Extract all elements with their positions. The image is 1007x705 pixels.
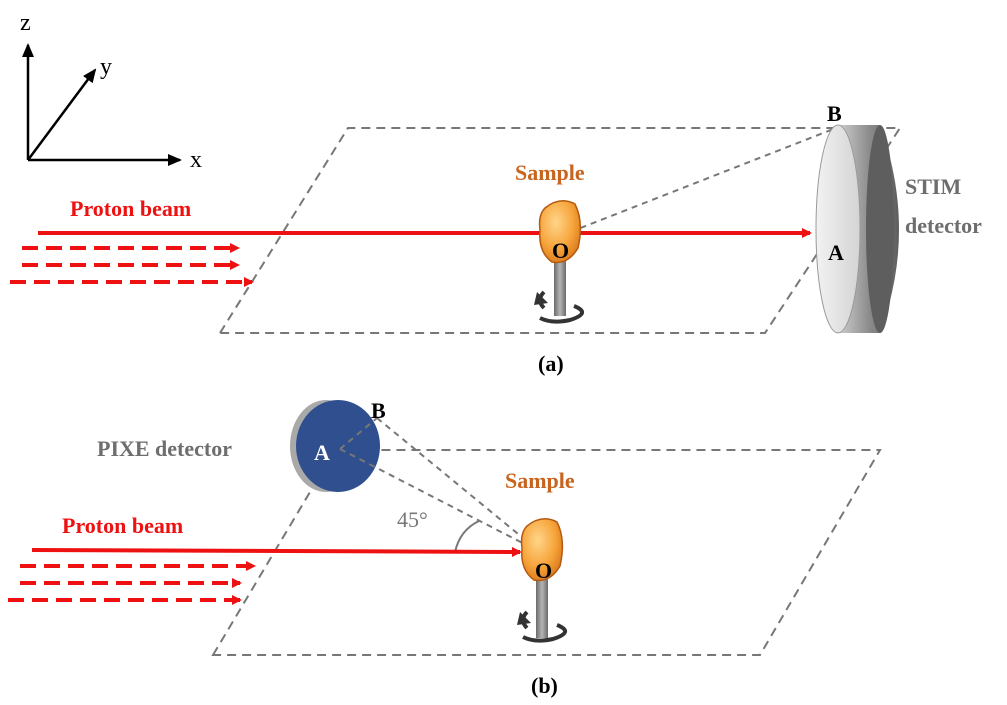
point-b-b: B: [371, 398, 386, 423]
panel-b: PIXE detector A B Sample 45° Proton beam…: [8, 398, 882, 698]
stim-detector: [815, 124, 899, 334]
point-a-b: A: [314, 440, 330, 465]
sample-holder-b: [517, 518, 567, 643]
z-axis-label: z: [20, 10, 31, 36]
pixe-detector: [290, 400, 380, 492]
point-b-a: B: [827, 101, 842, 126]
stim-detector-label-line1: STIM: [905, 174, 961, 199]
y-axis: [26, 68, 97, 161]
coordinate-axes: z y x: [20, 10, 202, 173]
x-axis-label: x: [190, 147, 202, 173]
caption-b: (b): [531, 673, 558, 698]
y-axis-label: y: [100, 54, 112, 80]
line-b-o-b: [376, 417, 541, 553]
proton-beam-b: [8, 546, 522, 605]
pixe-detector-label: PIXE detector: [97, 436, 232, 461]
point-o-b: O: [535, 558, 552, 583]
sample-label-b: Sample: [505, 468, 575, 493]
proton-beam-label-a: Proton beam: [70, 196, 191, 221]
caption-a: (a): [538, 351, 564, 376]
panel-a: Proton beam Sample O A B STIM detector (…: [10, 101, 982, 376]
point-a-a: A: [828, 240, 844, 265]
line-a-o-b: [339, 448, 541, 553]
proton-beam-a: [10, 228, 812, 287]
point-o-a: O: [552, 238, 569, 263]
angle-label: 45°: [397, 507, 428, 532]
stim-detector-label-line2: detector: [905, 213, 982, 238]
line-o-b-a: [559, 127, 837, 237]
sample-label-a: Sample: [515, 160, 585, 185]
sample-plane-b: [211, 449, 882, 656]
rotation-arrow-icon-b: [522, 623, 567, 643]
rotation-arrow-icon: [539, 304, 584, 324]
angle-arc: [454, 520, 480, 553]
sample-plane-a: [218, 127, 902, 334]
proton-beam-label-b: Proton beam: [62, 513, 183, 538]
sample-holder-a: [534, 200, 584, 324]
line-a-b-b: [339, 417, 378, 450]
